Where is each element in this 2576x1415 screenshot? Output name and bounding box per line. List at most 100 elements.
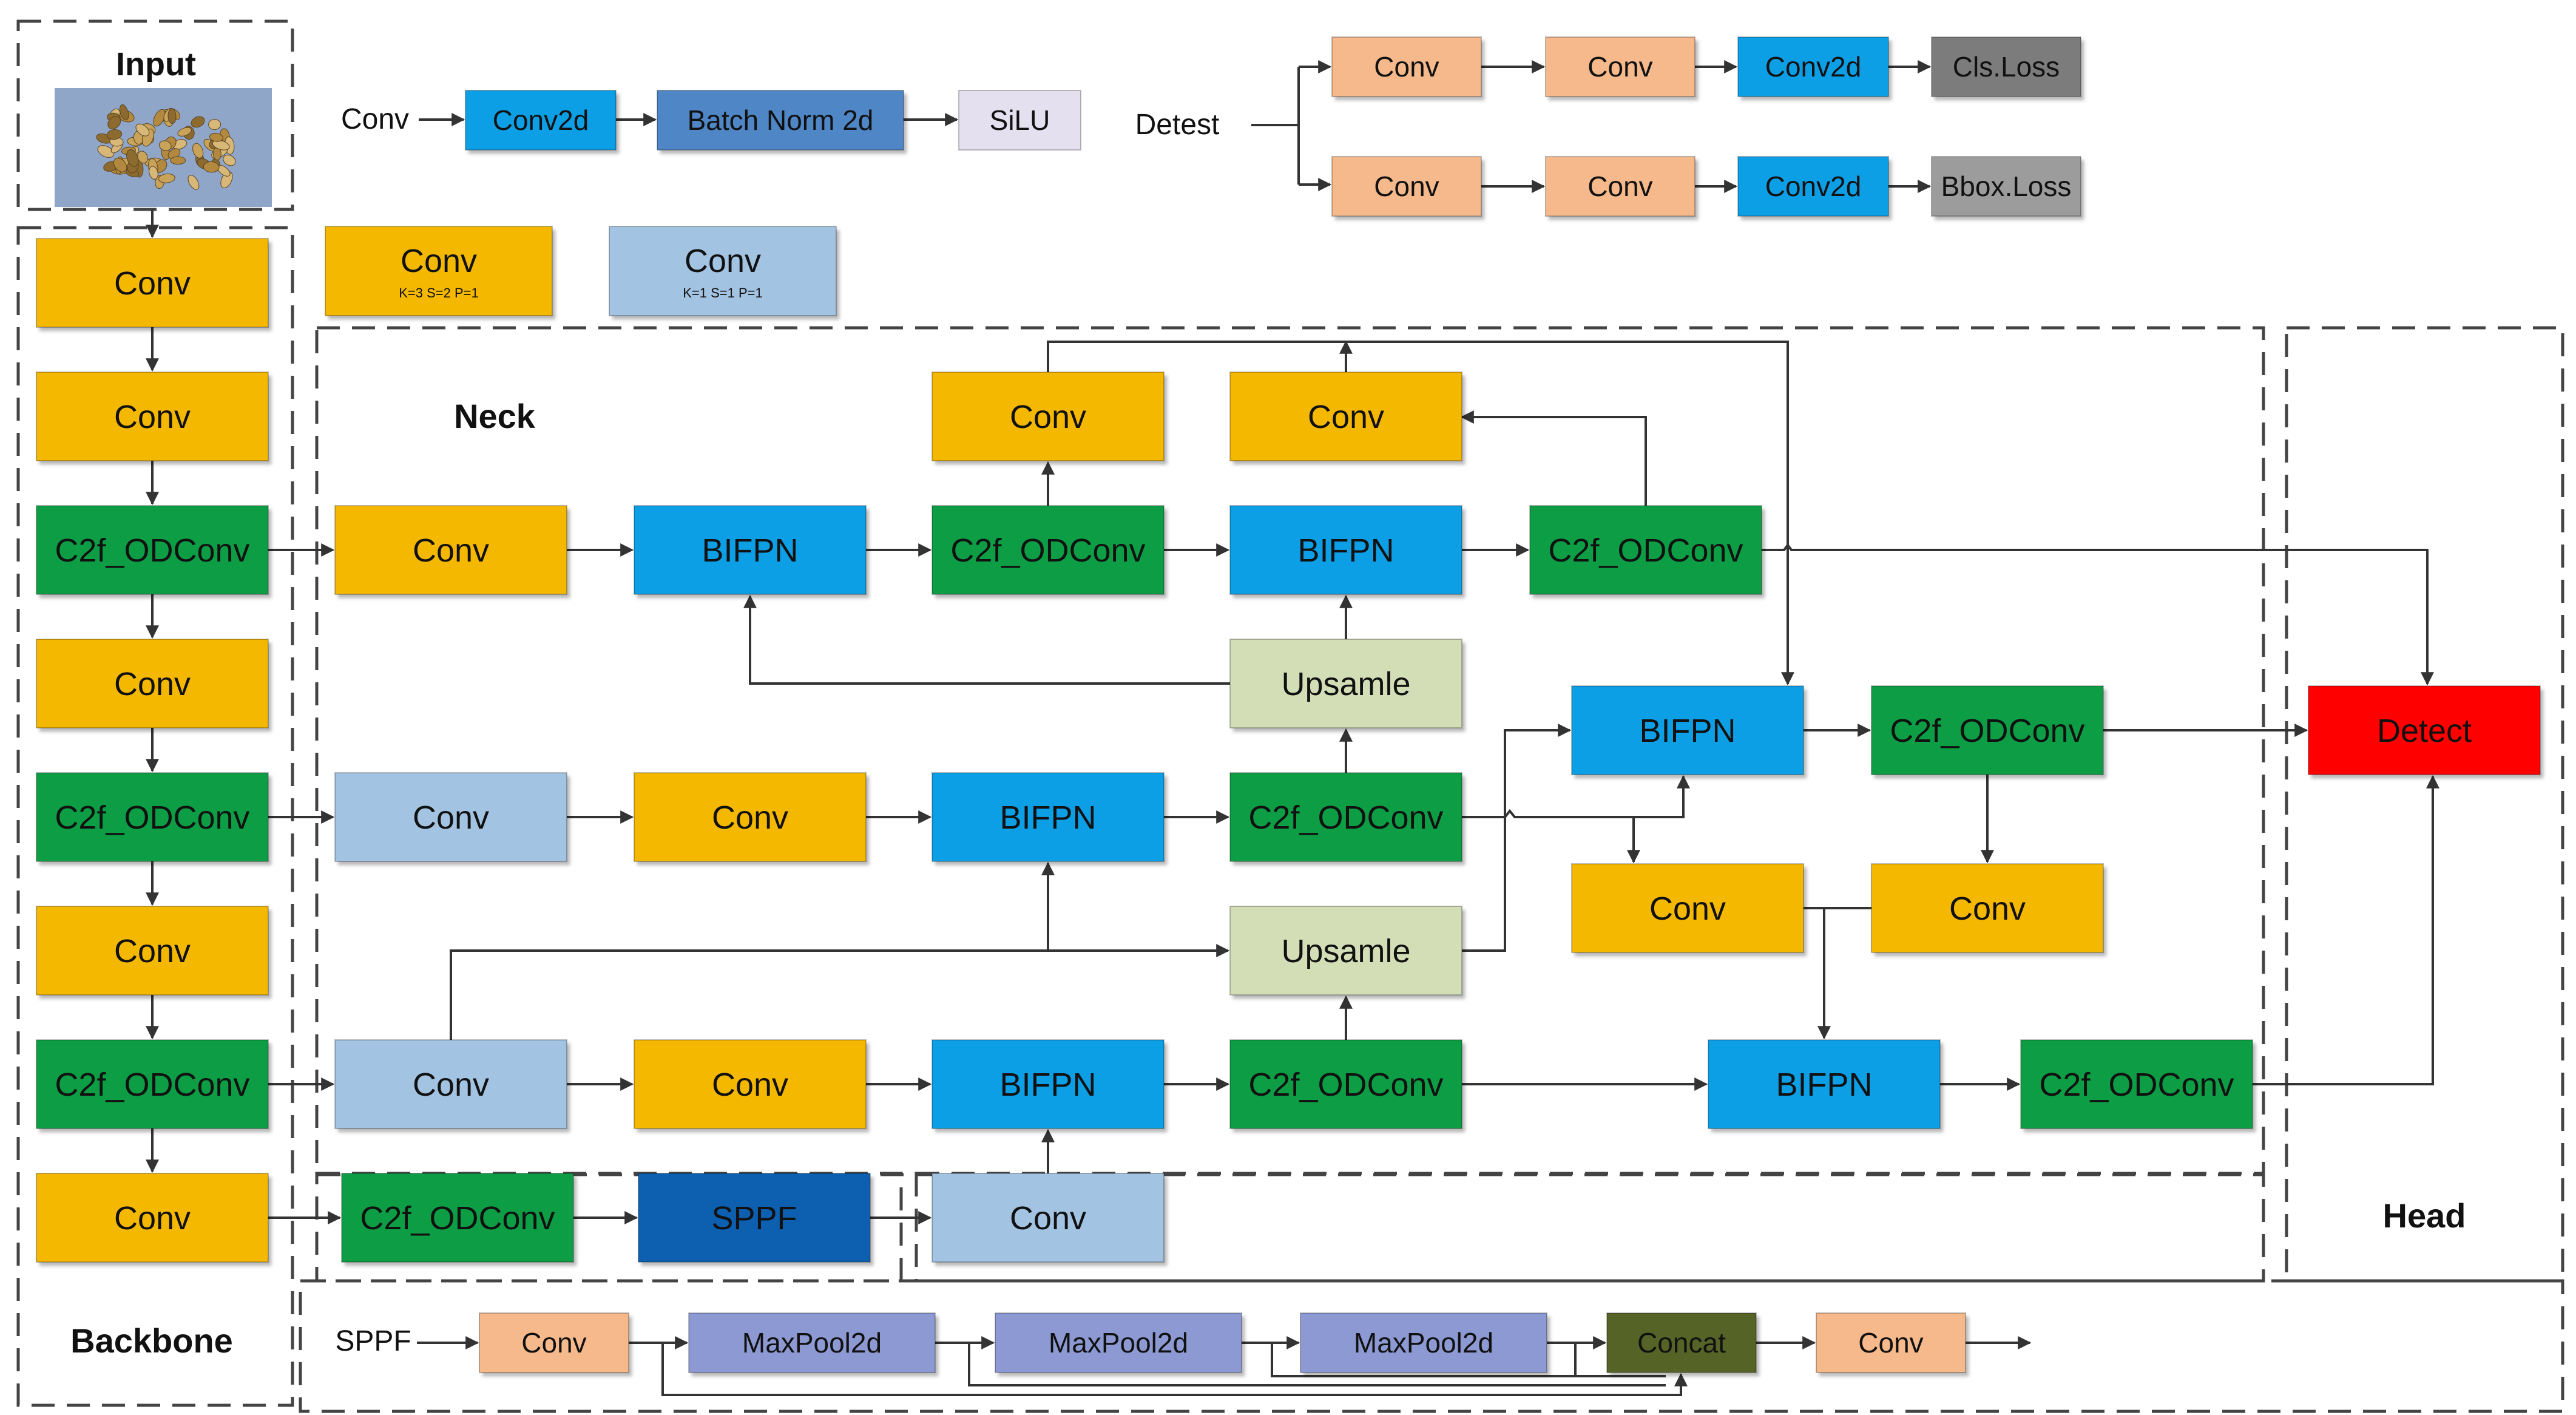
backbone-block-7-label: Conv (114, 1200, 191, 1237)
neck-r1-4: C2f_ODConv (1529, 505, 1762, 595)
neck-top-conv-1: Conv (1229, 372, 1462, 461)
neck-right-bifpn-rect (1571, 685, 1804, 775)
input-label: Input (116, 46, 196, 83)
neck-r3-2-rect (931, 1039, 1165, 1129)
neck-right-conv-1-label: Conv (1949, 891, 2026, 927)
neck-r2-1: Conv (634, 772, 867, 862)
neck-r2-2: BIFPN (931, 772, 1165, 862)
sppf-row-c2f-label: C2f_ODConv (360, 1200, 555, 1237)
seed (149, 166, 158, 180)
neck-r3-2-label: BIFPN (999, 1067, 1096, 1103)
neck-r1-3-label: BIFPN (1297, 532, 1394, 569)
detest-row1-1: Conv (1545, 36, 1695, 97)
neck-r1-3: BIFPN (1229, 505, 1462, 595)
neck-r2-0: Conv (334, 772, 567, 862)
backbone-block-4-label: C2f_ODConv (55, 799, 249, 836)
seed (191, 116, 205, 128)
sppf-def-3-label: MaxPool2d (1354, 1327, 1493, 1359)
wire-rlow-detect (2253, 775, 2439, 1085)
backbone-block-3-rect (36, 639, 269, 728)
seed (167, 108, 177, 124)
neck-r2-1-rect (634, 772, 867, 862)
seed (158, 140, 172, 151)
sppf-def-lead: SPPF (335, 1325, 411, 1357)
wire-r2-right (1462, 775, 1690, 818)
detest-row1-3-label: Cls.Loss (1953, 51, 2060, 83)
seed (158, 173, 175, 183)
neck-right-conv-1: Conv (1871, 863, 2104, 953)
detest-row2-2-rect (1737, 156, 1889, 217)
sppf-def-5-rect (1816, 1312, 1966, 1373)
sppf-def-5: Conv (1816, 1312, 1966, 1373)
neck-r3-0-label: Conv (413, 1067, 489, 1103)
neck-upsample-2-rect (1229, 906, 1462, 996)
legend-conv-k1-rect (609, 226, 837, 316)
sppf-row-sppf-label: SPPF (711, 1200, 797, 1237)
neck-low-bifpn: BIFPN (1708, 1039, 1941, 1129)
neck-top-conv-1-rect (1229, 372, 1462, 461)
neck-low-c2f-label: C2f_ODConv (2039, 1067, 2234, 1103)
seed (208, 119, 221, 131)
sppf-def-4: Concat (1606, 1312, 1757, 1373)
neck-low-bifpn-label: BIFPN (1776, 1067, 1872, 1103)
wire-r3-up (450, 861, 1055, 1040)
seed-cluster (96, 104, 236, 190)
neck-r2-1-label: Conv (712, 799, 788, 836)
detest-row1-0-rect (1331, 36, 1482, 97)
wire-up1-left (743, 594, 1230, 685)
detest-row2-0: Conv (1331, 156, 1482, 217)
conv-def-batchnorm: Batch Norm 2d (657, 90, 904, 151)
detest-row2-1-label: Conv (1587, 171, 1652, 202)
detest-row2-3-rect (1931, 156, 2081, 217)
neck-r3-3-rect (1229, 1039, 1462, 1129)
sppf-def-0-rect (479, 1312, 629, 1373)
neck-low-c2f: C2f_ODConv (2020, 1039, 2253, 1129)
bottom-conv-rect (931, 1173, 1165, 1263)
neck-r1-0-rect (334, 505, 567, 595)
neck-right-bifpn: BIFPN (1571, 685, 1804, 775)
backbone-block-4-rect (36, 772, 269, 862)
wire-c2f-back-topconv (1460, 410, 1647, 506)
connectors (146, 60, 2439, 1396)
detest-row1-1-label: Conv (1587, 51, 1652, 83)
neck-r3-1-rect (634, 1039, 867, 1129)
backbone-block-0-rect (36, 238, 269, 328)
sppf-def-0: Conv (479, 1312, 629, 1373)
seed (188, 175, 200, 190)
sppf-def-2: MaxPool2d (995, 1312, 1242, 1373)
backbone-block-6-label: C2f_ODConv (55, 1067, 249, 1103)
neck-r2-0-rect (334, 772, 567, 862)
neck-right-conv-0-rect (1571, 863, 1804, 953)
wire-sppf-skip-0 (661, 1343, 1688, 1396)
detest-row1-2-label: Conv2d (1765, 51, 1862, 83)
neck-low-c2f-rect (2020, 1039, 2253, 1129)
sppf-def-1: MaxPool2d (688, 1312, 936, 1373)
detest-row2-3-label: Bbox.Loss (1941, 171, 2072, 202)
neck-right-c2f-rect (1871, 685, 2104, 775)
backbone-block-0: Conv (36, 238, 269, 328)
seed (135, 123, 150, 137)
conv-def-conv2d-label: Conv2d (493, 104, 589, 136)
neck-r3-2: BIFPN (931, 1039, 1165, 1129)
detest-row2-0-rect (1331, 156, 1482, 217)
neck-r1-4-rect (1529, 505, 1762, 595)
neck-top-conv-0-label: Conv (1010, 399, 1086, 435)
neck-right-c2f: C2f_ODConv (1871, 685, 2104, 775)
neck-r1-2-label: C2f_ODConv (950, 532, 1145, 569)
backbone-label: Backbone (70, 1322, 233, 1360)
seed (203, 161, 220, 173)
sppf-def-4-rect (1606, 1312, 1757, 1373)
neck-r1-0-label: Conv (413, 532, 489, 569)
wire-topconv-loop (1047, 341, 1794, 686)
detect-block: Detect (2308, 685, 2541, 775)
sppf-def-1-rect (688, 1312, 936, 1373)
wire-up2-right (1462, 724, 1572, 952)
neck-r1-2: C2f_ODConv (931, 505, 1165, 595)
sppf-def-0-label: Conv (521, 1327, 586, 1359)
sppf-row-sppf: SPPF (638, 1173, 871, 1263)
neck-upsample-1: Upsamle (1229, 639, 1462, 728)
seed (97, 145, 115, 158)
backbone-block-5-label: Conv (114, 933, 191, 969)
neck-right-bifpn-label: BIFPN (1639, 713, 1736, 749)
